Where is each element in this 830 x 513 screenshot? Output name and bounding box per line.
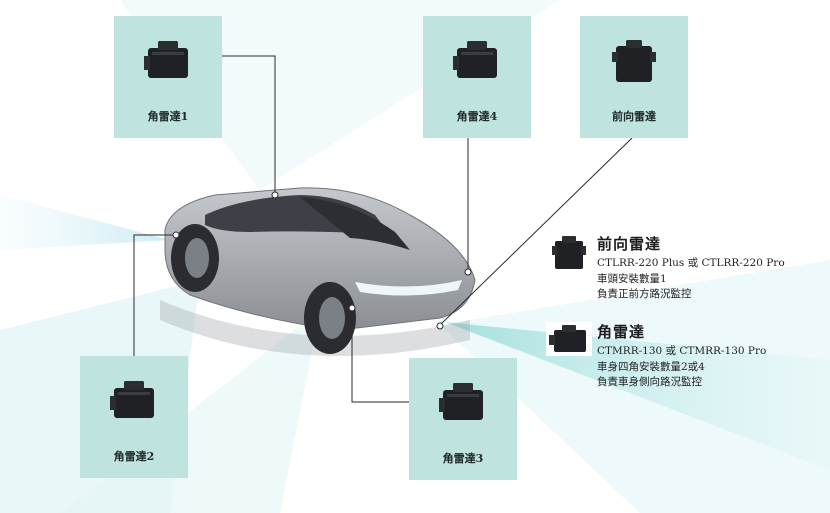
corner-radar-icon bbox=[144, 41, 188, 78]
car-headlight bbox=[355, 280, 462, 296]
connector-dots bbox=[172, 191, 472, 330]
car bbox=[160, 187, 476, 356]
beam-rear-left bbox=[0, 195, 170, 250]
card-label: 角雷達3 bbox=[442, 452, 484, 465]
connector-front bbox=[439, 137, 633, 326]
corner-radar-icon bbox=[453, 41, 497, 78]
front-radar-icon bbox=[612, 40, 656, 82]
card-corner-radar-4: 角雷達4 bbox=[423, 16, 531, 138]
corner-radar-icon bbox=[110, 381, 154, 418]
card-front-radar: 前向雷達 bbox=[580, 16, 688, 138]
connector-corner2 bbox=[133, 234, 175, 356]
connector-corner3 bbox=[351, 308, 409, 403]
legend-corner-qty: 車身四角安裝數量2或4 bbox=[597, 361, 705, 373]
card-corner-radar-1: 角雷達1 bbox=[114, 16, 222, 138]
legend-corner-title: 角雷達 bbox=[597, 323, 646, 341]
card-corner-radar-3: 角雷達3 bbox=[409, 358, 517, 480]
card-label: 角雷達1 bbox=[147, 110, 189, 123]
connectors bbox=[133, 55, 633, 403]
legend-front-duty: 負責正前方路況監控 bbox=[597, 288, 692, 300]
car-windshield bbox=[300, 197, 410, 250]
card-label: 角雷達4 bbox=[456, 110, 498, 123]
legend-corner-model: CTMRR-130 或 CTMRR-130 Pro bbox=[597, 345, 767, 357]
legend-front-model: CTLRR-220 Plus 或 CTLRR-220 Pro bbox=[597, 257, 785, 269]
connector-corner1 bbox=[222, 55, 276, 195]
card-label: 前向雷達 bbox=[612, 110, 656, 123]
corner-radar-icon bbox=[439, 383, 483, 420]
card-corner-radar-2: 角雷達2 bbox=[80, 356, 188, 478]
wheel-front-rim bbox=[319, 297, 345, 339]
legend-corner-radar-icon-wrap bbox=[546, 322, 592, 356]
legend-corner-duty: 負責車身側向路況監控 bbox=[597, 376, 702, 388]
legend-front-qty: 車頭安裝數量1 bbox=[597, 273, 667, 285]
card-label: 角雷達2 bbox=[113, 450, 155, 463]
legend-corner-radar-icon bbox=[549, 325, 586, 352]
car-shadow bbox=[160, 300, 470, 356]
wheel-rear-rim bbox=[185, 238, 209, 278]
legend-front-title: 前向雷達 bbox=[597, 235, 662, 253]
legend-front-radar-icon bbox=[552, 236, 586, 269]
beam-front-main bbox=[445, 322, 830, 470]
